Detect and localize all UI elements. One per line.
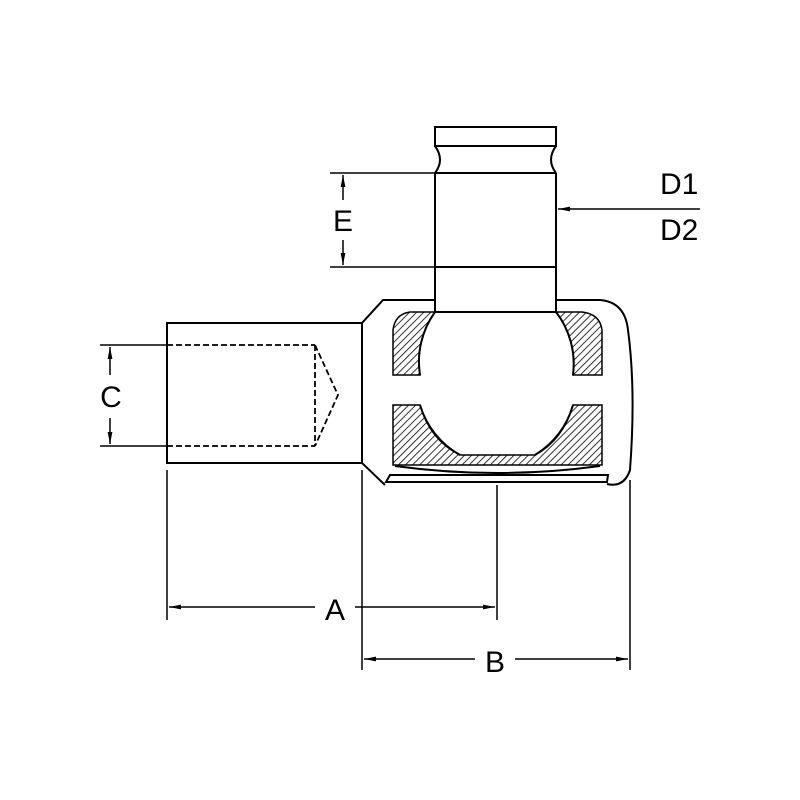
dimension-label-c: C	[100, 381, 122, 414]
dimension-label-d2: D2	[660, 214, 698, 247]
dimension-label-a: A	[325, 594, 345, 627]
stud	[434, 126, 557, 312]
housing	[166, 299, 634, 486]
threaded-bore-hidden	[167, 344, 339, 447]
dimension-label-b: B	[485, 646, 505, 679]
dimension-label-e: E	[333, 205, 353, 238]
dimension-lines	[100, 172, 700, 670]
dimension-label-d1: D1	[660, 168, 698, 201]
bearing-insert	[384, 311, 610, 483]
